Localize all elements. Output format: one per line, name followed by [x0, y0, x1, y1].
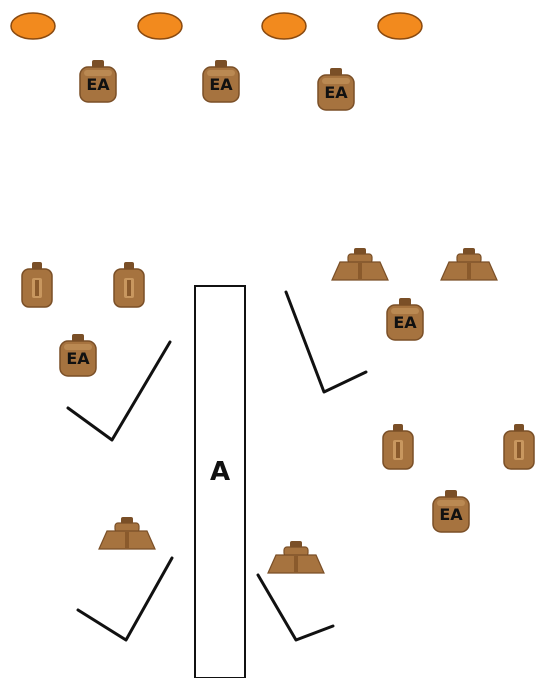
crouch-target-icon	[331, 247, 389, 281]
ea-target-label: EA	[324, 83, 348, 102]
upright-target-icon	[503, 423, 535, 470]
v-barricade-icon	[76, 556, 174, 642]
ea-target-label: EA	[209, 75, 233, 94]
cone-row	[10, 12, 423, 40]
building-a-label: A	[210, 457, 230, 487]
orange-cone-icon	[137, 12, 183, 40]
upright-target-icon	[113, 261, 145, 308]
crouch-target-icon	[440, 247, 498, 281]
ea-target-label: EA	[393, 313, 417, 332]
ea-target-top-3: EA	[317, 67, 355, 111]
ea-target-right-2: EA	[432, 489, 470, 533]
orange-cone-icon	[377, 12, 423, 40]
v-barricade-icon	[66, 340, 172, 442]
upright-target-icon	[382, 423, 414, 470]
ea-target-right-1: EA	[386, 297, 424, 341]
orange-cone-icon	[261, 12, 307, 40]
v-barricade-icon	[284, 290, 368, 394]
building-a: A	[194, 285, 246, 678]
ea-target-label: EA	[86, 75, 110, 94]
ea-target-label: EA	[439, 505, 463, 524]
crouch-target-icon	[267, 540, 325, 574]
ea-target-top-2: EA	[202, 59, 240, 103]
ea-target-label: EA	[66, 349, 90, 368]
ea-target-left: EA	[59, 333, 97, 377]
v-barricade-icon	[256, 573, 335, 642]
crouch-target-icon	[98, 516, 156, 550]
ea-target-top-1: EA	[79, 59, 117, 103]
upright-target-icon	[21, 261, 53, 308]
orange-cone-icon	[10, 12, 56, 40]
